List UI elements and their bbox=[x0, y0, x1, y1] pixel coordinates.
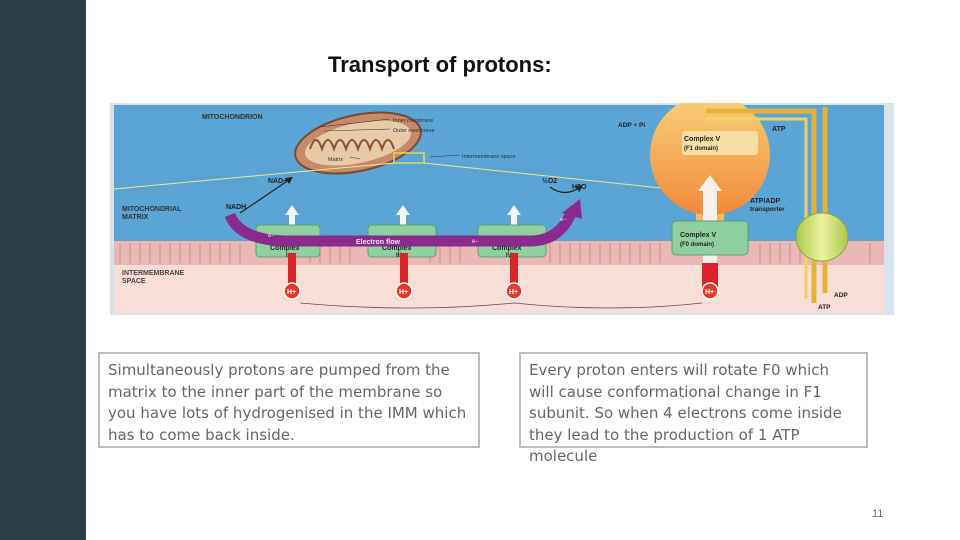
complex-iii-number: III bbox=[396, 253, 401, 259]
svg-text:H+: H+ bbox=[705, 289, 714, 296]
oxygen-reduction-arrow bbox=[549, 184, 583, 194]
electron-flow-arrow bbox=[224, 208, 578, 247]
label-mito-matrix-1: MITOCHONDRIAL bbox=[122, 206, 182, 213]
label-nadh: NADH bbox=[226, 204, 246, 211]
label-outer-membrane: Outer membrane bbox=[393, 128, 435, 134]
label-inner-membrane: Inner membrane bbox=[393, 118, 433, 124]
label-complex-v-f1-2: (F1 domain) bbox=[684, 146, 718, 152]
label-half-o2: ½O2 bbox=[542, 177, 557, 185]
svg-text:H+: H+ bbox=[509, 289, 518, 296]
proton-channels bbox=[288, 253, 518, 283]
proton-circle-1: H+ bbox=[283, 282, 301, 300]
left-text-box: Simultaneously protons are pumped from t… bbox=[98, 352, 480, 448]
complex-iii-label: Complex bbox=[382, 245, 412, 252]
label-atp-bottom: ATP bbox=[818, 304, 831, 311]
svg-text:H+: H+ bbox=[287, 289, 296, 296]
atp-adp-transporter bbox=[706, 107, 849, 303]
label-adp-pi: ADP + Pi bbox=[618, 122, 645, 129]
proton-circle-4: H+ bbox=[701, 282, 719, 300]
membrane-lipids bbox=[119, 243, 871, 263]
label-electron-1: e− bbox=[268, 233, 275, 239]
label-atp-adp-2: transporter bbox=[750, 206, 785, 213]
label-electron-flow: Electron flow bbox=[356, 239, 401, 246]
complex-i-number: I bbox=[286, 253, 288, 259]
atp-synthase: Complex V (F0 domain) Complex V (F1 doma… bbox=[650, 103, 770, 287]
label-atp-adp-1: ATP/ADP bbox=[750, 198, 781, 205]
complex-iv-number: IV bbox=[506, 253, 512, 259]
mitochondrion-illustration bbox=[294, 111, 425, 175]
label-ims-1: INTERMEMBRANE bbox=[122, 270, 185, 277]
label-ims-2: SPACE bbox=[122, 278, 146, 285]
proton-circle-3: H+ bbox=[505, 282, 523, 300]
label-atp-top: ATP bbox=[772, 126, 786, 133]
label-complex-v-f1-1: Complex V bbox=[684, 136, 721, 143]
slide-sidebar bbox=[0, 0, 86, 540]
label-intermembrane-space-small: Intermembrane space bbox=[462, 154, 516, 160]
label-electron-2: e− bbox=[472, 239, 479, 245]
complex-i-label: Complex bbox=[270, 245, 300, 252]
slide-title: Transport of protons: bbox=[328, 52, 552, 77]
page-number: 11 bbox=[872, 508, 884, 520]
zoom-line-left bbox=[113, 162, 395, 190]
label-mito-matrix-2: MATRIX bbox=[122, 214, 149, 221]
proton-return-line bbox=[299, 302, 703, 309]
nadh-oxidation-arrow bbox=[239, 176, 293, 214]
complex-iv-label: Complex bbox=[492, 245, 522, 252]
label-complex-v-f0-2: (F0 domain) bbox=[680, 242, 714, 248]
label-matrix-small: Matrix bbox=[328, 157, 343, 163]
electron-transport-chain-figure: MITOCHONDRION Inner membrane Outer membr… bbox=[110, 103, 894, 315]
label-nad: NAD+ bbox=[268, 178, 287, 185]
svg-text:H+: H+ bbox=[399, 289, 408, 296]
electron-flow-arrowhead bbox=[562, 199, 582, 219]
label-complex-v-f0-1: Complex V bbox=[680, 232, 717, 239]
proton-circle-2: H+ bbox=[395, 282, 413, 300]
right-text-box: Every proton enters will rotate F0 which… bbox=[519, 352, 868, 465]
label-mitochondrion: MITOCHONDRION bbox=[202, 114, 263, 121]
intermembrane-space-region bbox=[114, 265, 884, 313]
label-electron-3: e− bbox=[560, 217, 567, 223]
label-adp-bottom: ADP bbox=[834, 292, 848, 299]
zoom-line-right bbox=[423, 162, 671, 190]
